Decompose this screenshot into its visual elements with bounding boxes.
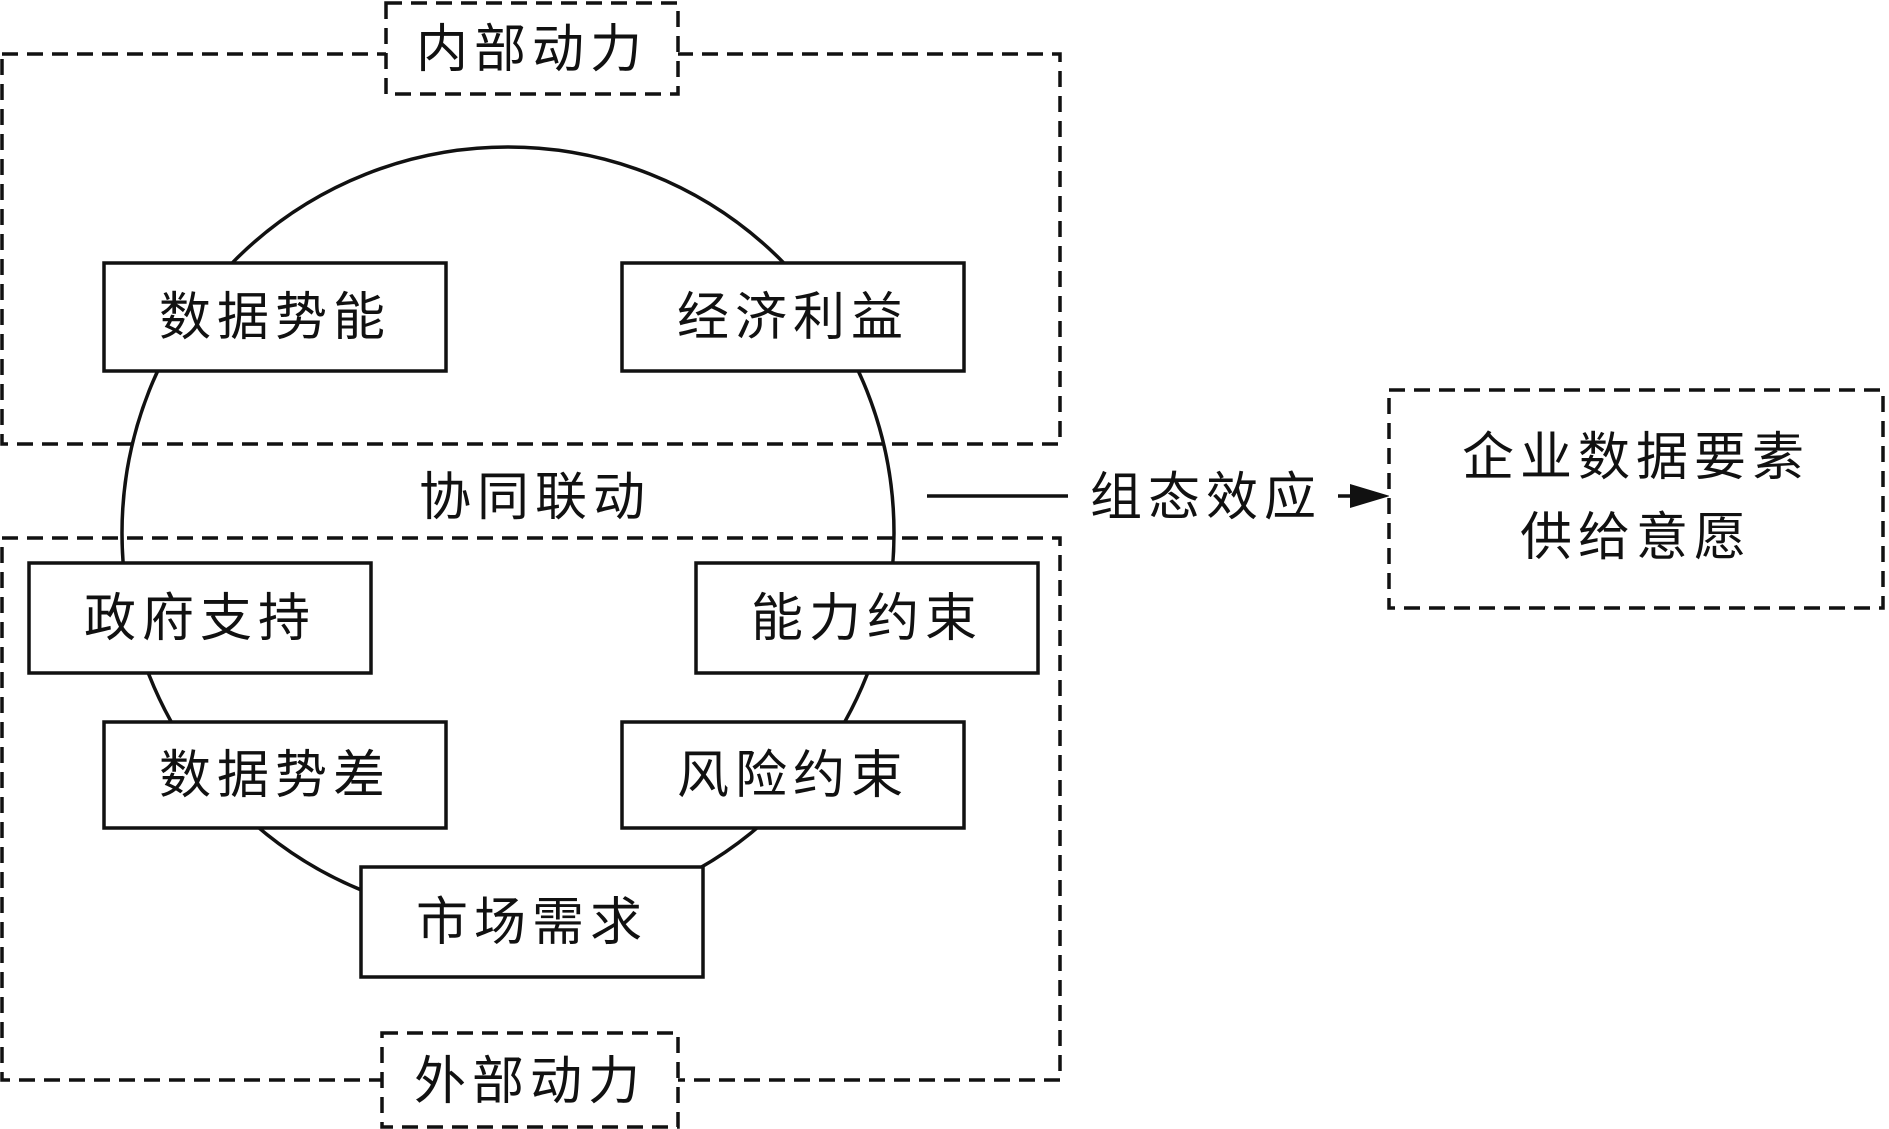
node-market-demand-box: [359, 865, 705, 979]
node-economic-benefit-box: [620, 261, 966, 373]
external-label: 外部动力: [414, 1052, 646, 1112]
outcome-line1: 企业数据要素: [1462, 428, 1810, 488]
outcome-line2: 供给意愿: [1520, 508, 1752, 568]
internal-motivation-frame: [0, 52, 1062, 446]
edge-label: 组态效应: [1090, 468, 1322, 528]
node-economic-benefit: 经济利益: [677, 288, 909, 348]
node-capability-constraint: 能力约束: [751, 589, 983, 649]
internal-label: 内部动力: [416, 20, 648, 80]
node-government-support-box: [27, 561, 373, 675]
external-label-box: [380, 1031, 680, 1129]
node-capability-constraint-box: [694, 561, 1040, 675]
node-data-potential-box: [102, 261, 448, 373]
node-market-demand: 市场需求: [416, 893, 648, 953]
center-label: 协同联动: [419, 468, 651, 528]
node-risk-constraint: 风险约束: [677, 746, 909, 806]
node-risk-constraint-box: [620, 720, 966, 830]
internal-label-box: [384, 1, 680, 96]
node-data-gap: 数据势差: [159, 746, 391, 806]
arrow-head-icon: [1350, 484, 1390, 508]
node-data-gap-box: [102, 720, 448, 830]
node-government-support: 政府支持: [84, 589, 316, 649]
node-data-potential: 数据势能: [159, 288, 391, 348]
outcome-box: [1387, 388, 1885, 610]
